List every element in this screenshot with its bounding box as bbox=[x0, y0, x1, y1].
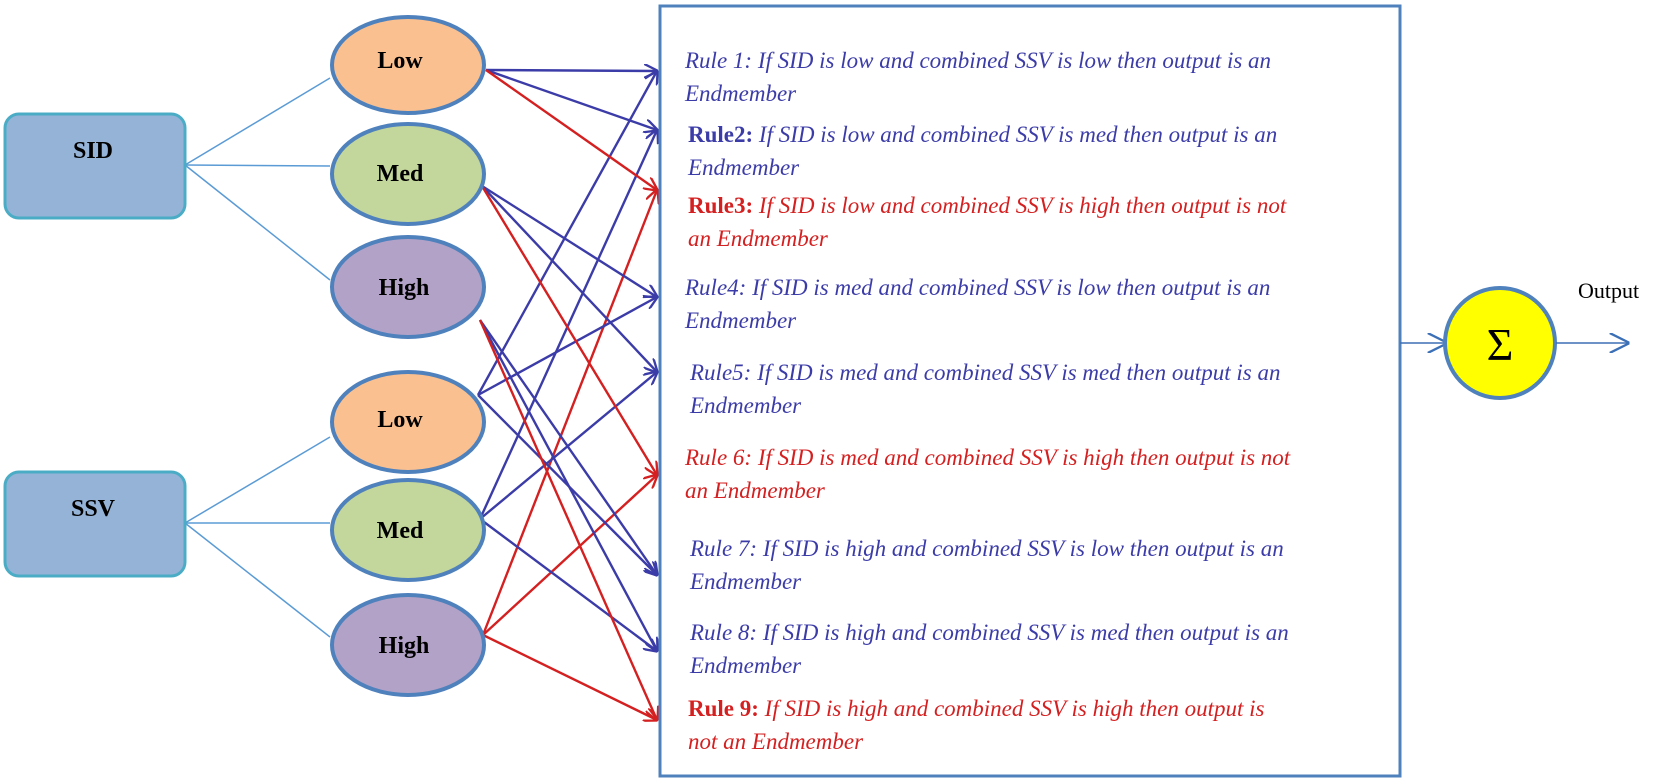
rule-connection-arrows bbox=[476, 68, 657, 720]
rule-8-line2: Endmember bbox=[689, 653, 802, 678]
sum-node: Σ bbox=[1443, 286, 1557, 400]
rule-7-line2: Endmember bbox=[689, 569, 802, 594]
rule-box bbox=[658, 4, 1402, 778]
rule-1-condition: If SID is low and combined SSV is low th… bbox=[752, 48, 1271, 73]
ssv-input-node: SSV bbox=[3, 470, 187, 578]
sid-high-node: High bbox=[330, 235, 486, 339]
rule-4-prefix: Rule4: bbox=[684, 275, 746, 300]
rule-3-condition: If SID is low and combined SSV is high t… bbox=[753, 193, 1287, 218]
rule-9-line1: Rule 9: If SID is high and combined SSV … bbox=[688, 696, 1265, 721]
ssv-to-rule-8-arrow bbox=[479, 518, 657, 651]
output-label: Output bbox=[1578, 278, 1639, 303]
sid-med-node: Med bbox=[330, 122, 486, 226]
rule-3-line2: an Endmember bbox=[688, 226, 829, 251]
sid-to-high-line bbox=[184, 164, 331, 281]
ssv-low-node: Low bbox=[330, 370, 486, 474]
sid-to-rule-2-arrow bbox=[485, 68, 657, 130]
sid-med-label: Med bbox=[377, 161, 424, 187]
ssv-to-rule-1-arrow bbox=[476, 71, 657, 396]
ssv-to-low-line bbox=[184, 436, 331, 524]
rule-8-line1: Rule 8: If SID is high and combined SSV … bbox=[689, 620, 1289, 645]
rule-7-line1: Rule 7: If SID is high and combined SSV … bbox=[689, 536, 1284, 561]
rule-2-prefix: Rule2: bbox=[688, 122, 753, 147]
ssv-to-high-line bbox=[184, 522, 331, 638]
sid-to-rule-5-arrow bbox=[481, 185, 657, 372]
ssv-to-rule-3-arrow bbox=[481, 190, 657, 636]
rule-6-line1: Rule 6: If SID is med and combined SSV i… bbox=[684, 445, 1291, 470]
rule-6-line2: an Endmember bbox=[685, 478, 826, 503]
ssv-high-node: High bbox=[330, 593, 486, 697]
rule-6-prefix: Rule 6: bbox=[684, 445, 752, 470]
rule-4-line1: Rule4: If SID is med and combined SSV is… bbox=[684, 275, 1270, 300]
sid-input-label: SID bbox=[73, 138, 113, 164]
ssv-input-label: SSV bbox=[71, 496, 116, 522]
ssv-to-rule-9-arrow bbox=[482, 633, 657, 720]
rule-6-condition: If SID is med and combined SSV is high t… bbox=[752, 445, 1291, 470]
sid-to-rule-4-arrow bbox=[481, 184, 657, 297]
rule-8-condition: If SID is high and combined SSV is med t… bbox=[757, 620, 1289, 645]
sid-to-rule-1-arrow bbox=[485, 70, 657, 71]
sid-low-label: Low bbox=[377, 48, 423, 74]
rule-1-prefix: Rule 1: bbox=[684, 48, 752, 73]
sid-low-node: Low bbox=[330, 15, 486, 115]
rule-7-condition: If SID is high and combined SSV is low t… bbox=[757, 536, 1284, 561]
sid-to-rule-6-arrow bbox=[480, 185, 657, 475]
rule-3-line1: Rule3: If SID is low and combined SSV is… bbox=[688, 193, 1287, 218]
ssv-med-node: Med bbox=[330, 478, 486, 582]
input-connector-lines bbox=[184, 77, 331, 638]
rule-2-condition: If SID is low and combined SSV is med th… bbox=[753, 122, 1277, 147]
ssv-high-label: High bbox=[379, 633, 430, 659]
sid-to-rule-7-arrow bbox=[479, 319, 657, 575]
rule-5-line2: Endmember bbox=[689, 393, 802, 418]
ssv-to-rule-2-arrow bbox=[478, 130, 657, 520]
rule-9-condition: If SID is high and combined SSV is high … bbox=[759, 696, 1265, 721]
rule-3-prefix: Rule3: bbox=[688, 193, 753, 218]
rule-2-line1: Rule2: If SID is low and combined SSV is… bbox=[688, 122, 1277, 147]
rule-4-line2: Endmember bbox=[684, 308, 797, 333]
sid-to-med-line bbox=[184, 164, 331, 167]
rule-8-prefix: Rule 8: bbox=[689, 620, 757, 645]
rule-9-line2: not an Endmember bbox=[688, 729, 864, 754]
ssv-med-label: Med bbox=[377, 518, 424, 544]
rule-1-line2: Endmember bbox=[684, 81, 797, 106]
sid-to-rule-3-arrow bbox=[485, 69, 657, 190]
sid-input-node: SID bbox=[3, 112, 187, 220]
sum-icon: Σ bbox=[1487, 319, 1514, 370]
ssv-to-rule-4-arrow bbox=[477, 297, 657, 397]
sid-to-rule-9-arrow bbox=[478, 319, 657, 720]
rule-5-prefix: Rule5: bbox=[689, 360, 751, 385]
rule-1-line1: Rule 1: If SID is low and combined SSV i… bbox=[684, 48, 1271, 73]
rule-2-line2: Endmember bbox=[687, 155, 800, 180]
ssv-to-rule-6-arrow bbox=[482, 475, 657, 636]
rules-list: Rule 1: If SID is low and combined SSV i… bbox=[684, 48, 1291, 754]
sid-to-low-line bbox=[184, 77, 331, 166]
sid-high-label: High bbox=[379, 275, 430, 301]
rule-5-condition: If SID is med and combined SSV is med th… bbox=[751, 360, 1280, 385]
rule-5-line1: Rule5: If SID is med and combined SSV is… bbox=[689, 360, 1280, 385]
rule-4-condition: If SID is med and combined SSV is low th… bbox=[746, 275, 1270, 300]
rule-7-prefix: Rule 7: bbox=[689, 536, 757, 561]
rule-9-prefix: Rule 9: bbox=[688, 696, 759, 721]
ssv-low-label: Low bbox=[377, 407, 423, 433]
sid-to-rule-8-arrow bbox=[478, 319, 657, 651]
